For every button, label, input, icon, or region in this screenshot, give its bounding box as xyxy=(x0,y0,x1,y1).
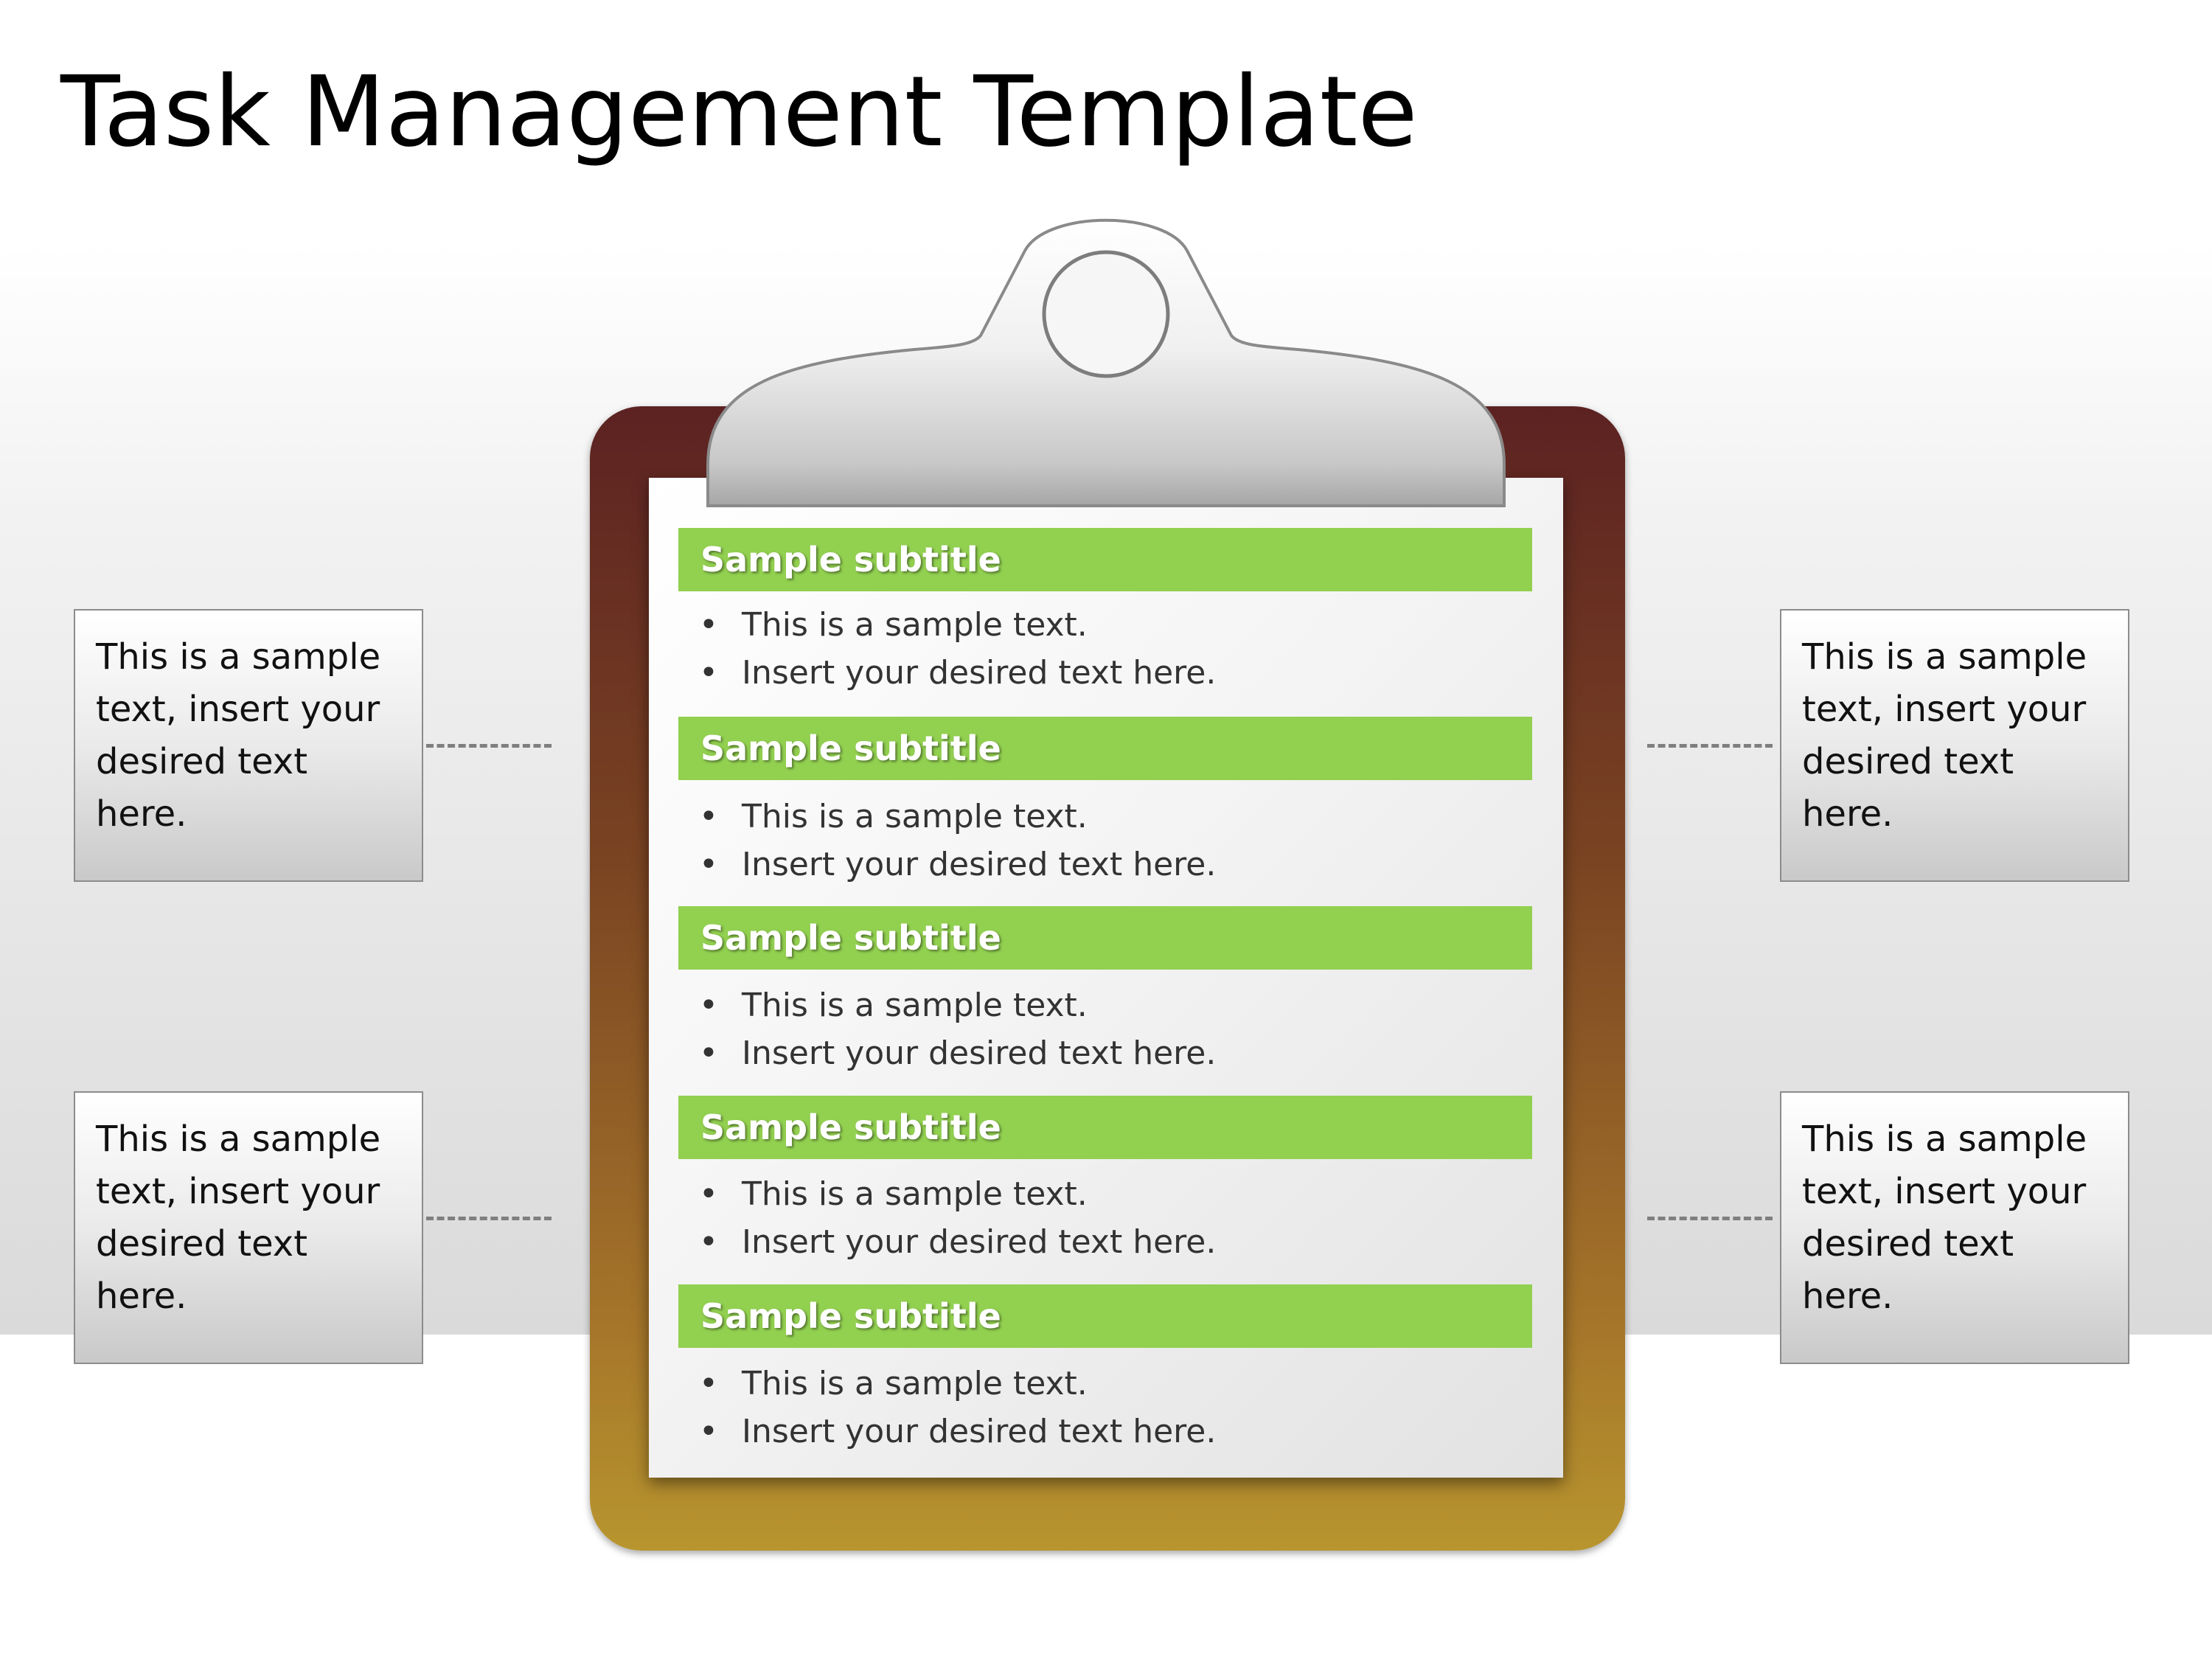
section-1-bullet-1: •This is a sample text. xyxy=(699,606,1088,644)
section-5-subtitle: Sample subtitle xyxy=(700,1296,1001,1336)
section-2-bullet-1: •This is a sample text. xyxy=(699,798,1088,835)
connector-top-left xyxy=(426,744,552,748)
side-box-top-right: This is a sample text, insert your desir… xyxy=(1780,609,2129,882)
section-3-bullet-1: •This is a sample text. xyxy=(699,987,1088,1024)
section-3-subtitle: Sample subtitle xyxy=(700,918,1001,958)
section-2-subtitle: Sample subtitle xyxy=(700,728,1001,768)
section-5-bullet-2: •Insert your desired text here. xyxy=(699,1413,1217,1450)
section-1-subtitle: Sample subtitle xyxy=(700,540,1001,580)
section-2-header: Sample subtitle xyxy=(678,717,1532,780)
side-box-top-left: This is a sample text, insert your desir… xyxy=(74,609,423,882)
section-5-header: Sample subtitle xyxy=(678,1284,1532,1348)
section-2-bullet-2: •Insert your desired text here. xyxy=(699,846,1217,883)
side-box-bottom-right: This is a sample text, insert your desir… xyxy=(1780,1091,2129,1364)
section-1-bullet-2: •Insert your desired text here. xyxy=(699,654,1217,692)
section-4-bullet-1: •This is a sample text. xyxy=(699,1175,1088,1213)
section-3-bullet-2: •Insert your desired text here. xyxy=(699,1034,1217,1072)
section-4-header: Sample subtitle xyxy=(678,1096,1532,1159)
section-1-header: Sample subtitle xyxy=(678,528,1532,591)
section-5-bullet-1: •This is a sample text. xyxy=(699,1365,1088,1402)
side-box-bottom-left: This is a sample text, insert your desir… xyxy=(74,1091,423,1364)
section-4-subtitle: Sample subtitle xyxy=(700,1107,1001,1147)
section-3-header: Sample subtitle xyxy=(678,906,1532,970)
clipboard-clip-icon xyxy=(706,218,1506,507)
section-4-bullet-2: •Insert your desired text here. xyxy=(699,1223,1217,1261)
connector-top-right xyxy=(1647,744,1773,748)
connector-bottom-left xyxy=(426,1217,552,1220)
page-title: Task Management Template xyxy=(60,55,1418,169)
connector-bottom-right xyxy=(1647,1217,1773,1220)
